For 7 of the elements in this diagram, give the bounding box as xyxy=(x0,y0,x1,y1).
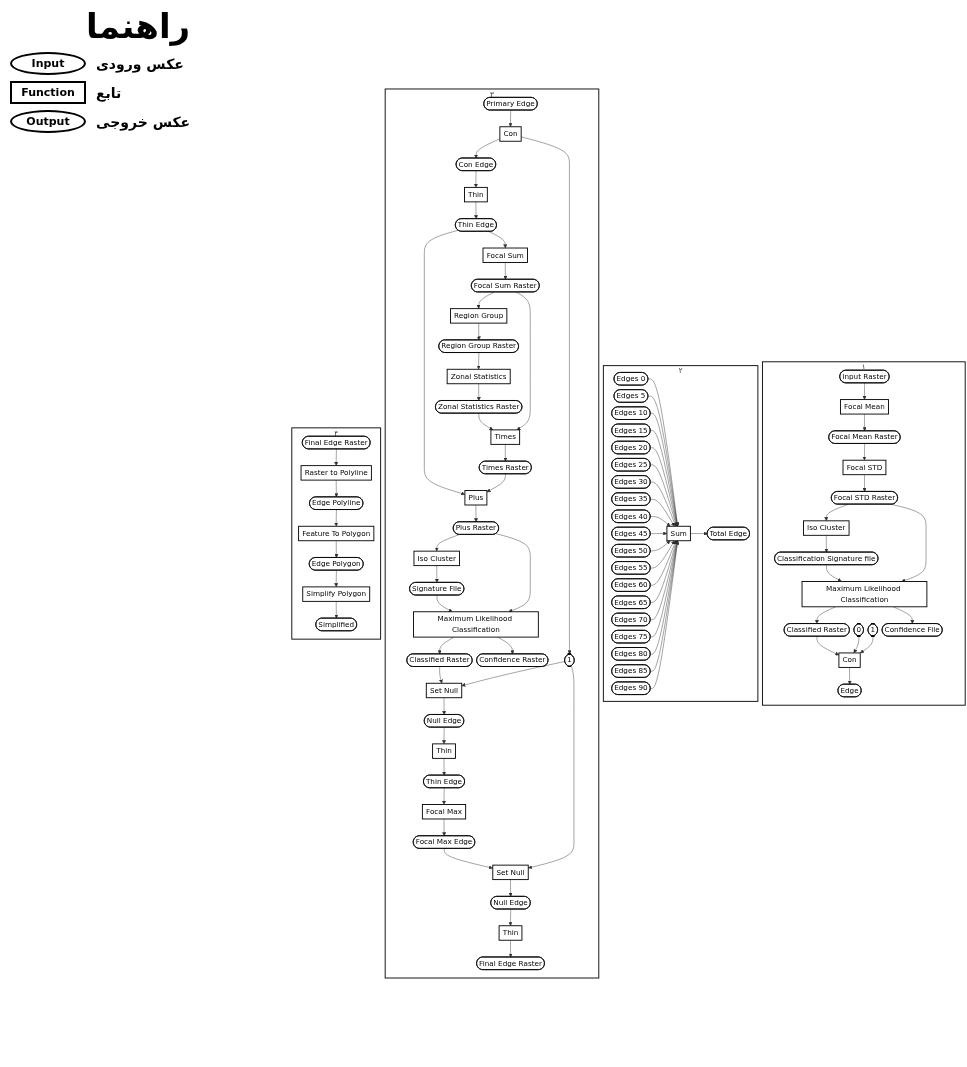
legend-ellipse: Input xyxy=(10,52,86,75)
legend-ellipse: Output xyxy=(10,110,86,133)
legend-text: تابع xyxy=(96,84,122,101)
legend-text: عکس ورودی xyxy=(96,55,184,72)
legend-rectangle: Function xyxy=(10,81,86,104)
legend-text: عکس خروجی xyxy=(96,113,191,130)
legend-title: راهنما xyxy=(84,6,191,46)
